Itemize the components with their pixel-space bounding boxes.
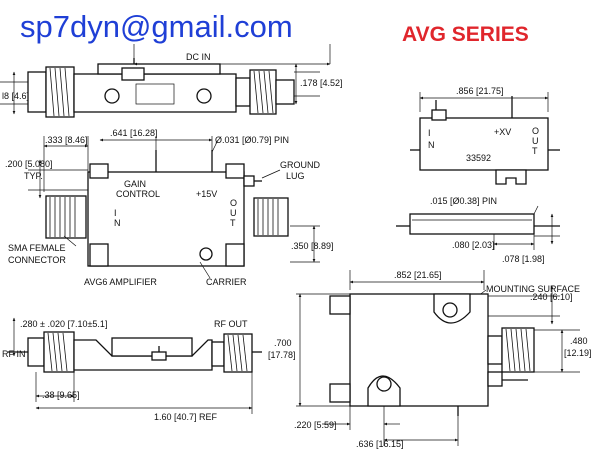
dim-200: .200 [5.080] [5,159,53,169]
front-in-n: N [114,218,121,228]
sma-label: SMA FEMALE [8,243,66,253]
mount-hole-icon [442,302,458,318]
part-number: 33592 [466,153,491,163]
plus15v-label: +15V [196,189,217,199]
front-out-o: O [230,198,237,208]
dim-333: .333 [8.46] [45,135,88,145]
dim-350: .350 [8.89] [291,241,334,251]
mounting-surface-label: MOUNTING SURFACE [486,284,580,294]
xv-label: +XV [494,127,511,137]
ground-lug-label: GROUND [280,160,320,170]
pin-015-label: .015 [Ø0.38] PIN [430,196,497,206]
module-out-o: O [532,126,539,136]
dim-480: .480 [570,336,588,346]
module-in-i: I [428,128,431,138]
amplifier-label: AVG6 AMPLIFIER [84,277,157,287]
dim-160: 1.60 [40.7] REF [154,412,218,422]
control-label: CONTROL [116,189,160,199]
dim-078: .078 [1.98] [502,254,545,264]
module-tab [495,169,527,185]
screw-icon [199,247,213,261]
dim-856: .856 [21.75] [456,86,504,96]
dim-top-left: l8 [4.6] [2,91,29,101]
thread-side-right [227,334,248,372]
dim-480-mm: [12.19] [564,348,592,358]
top-view: l8 [4.6] DC IN .178 [4.52] [0,44,343,118]
module-in-n: N [428,140,435,150]
module-view: .856 [21.75] I N +XV O U T 33592 [410,86,560,185]
screw-icon [196,88,212,104]
dim-700: .700 [274,338,292,348]
thread-mount-right [505,328,531,372]
front-out-u: U [230,208,237,218]
module-out-u: U [532,136,539,146]
thread-top-left [49,67,70,117]
dim-240: .240 [6.10] [530,292,573,302]
rf-in-label: RF IN [2,349,26,359]
gain-label: GAIN [124,179,146,189]
module-out-t: T [532,146,538,156]
pin-view: .015 [Ø0.38] PIN .080 [2.03] .078 [1.98] [396,196,560,264]
front-view: .333 [8.46] .641 [16.28] Ø.031 [Ø0.79] P… [5,128,334,287]
dim-080: .080 [2.03] [452,240,495,250]
mount-view: .852 [21.65] MOUNTING SURFACE .240 [6.10… [268,270,592,449]
thread-front-right [257,199,279,235]
dim-700-mm: [17.78] [268,350,296,360]
dim-top-right: .178 [4.52] [300,78,343,88]
dc-in-label: DC IN [186,52,211,62]
pin-label: Ø.031 [Ø0.79] PIN [215,135,289,145]
thread-top-right [253,70,274,114]
dim-280: .280 ± .020 [7.10±5.1] [20,319,107,329]
thread-front-left [49,197,76,237]
front-out-t: T [230,218,236,228]
series-title: AVG SERIES [402,23,529,46]
thread-side-left [47,332,68,372]
side-view: .280 ± .020 [7.10±5.1] RF OUT RF IN .38 … [2,317,262,422]
carrier-label: CARRIER [206,277,247,287]
dim-641: .641 [16.28] [110,128,158,138]
mount-hole-icon [376,376,392,392]
rf-out-label: RF OUT [214,319,248,329]
screw-icon [104,88,120,104]
dim-200-typ: TYP. [24,171,43,181]
front-in-i: I [114,208,117,218]
dim-636: .636 [16.15] [356,439,404,449]
sma-label-2: CONNECTOR [8,255,66,265]
email-header: sp7dyn@gmail.com [20,9,293,44]
ground-lug-label-2: LUG [286,171,305,181]
dim-38: .38 [9.65] [42,390,80,400]
dim-220: .220 [5.59] [294,420,337,430]
dim-852: .852 [21.65] [394,270,442,280]
